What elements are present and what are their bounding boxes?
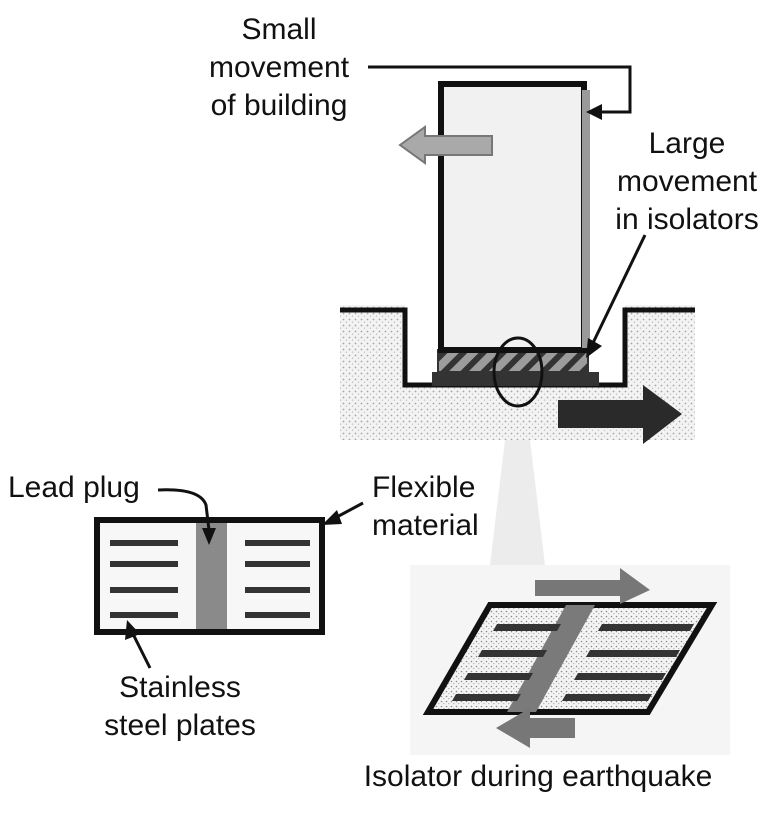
lead-plug-arrowhead xyxy=(202,528,216,545)
label-small-movement: Small movement of building xyxy=(209,13,350,122)
label-flexible-line2: material xyxy=(372,509,479,542)
label-isolator-caption: Isolator during earthquake xyxy=(364,760,713,793)
foundation-slab xyxy=(432,372,599,386)
label-large-movement: Large movement in isolators xyxy=(615,127,758,236)
building xyxy=(438,81,587,353)
isolator-deformed xyxy=(410,565,730,755)
flexible-material-arrowhead xyxy=(322,510,342,525)
isolator-highlight-circle xyxy=(492,336,544,408)
shear-arrow-top xyxy=(535,568,650,604)
label-lead-plug: Lead plug xyxy=(8,471,140,504)
stainless-steel-arrowhead xyxy=(125,620,140,640)
label-small-line1: Small xyxy=(241,13,316,46)
small-movement-leader xyxy=(368,65,632,114)
building-shadow-edge xyxy=(582,90,590,348)
stainless-steel-leader xyxy=(130,631,152,669)
label-large-line2: movement xyxy=(617,165,758,198)
label-stainless-line1: Stainless xyxy=(119,671,241,704)
label-small-line3: of building xyxy=(211,89,348,122)
lead-plug-core xyxy=(196,523,227,629)
isolator-layer xyxy=(437,349,589,373)
label-large-line3: in isolators xyxy=(615,203,758,236)
label-small-line2: movement xyxy=(209,51,350,84)
lead-plug-leader xyxy=(157,488,211,531)
label-flexible-material: Flexible material xyxy=(372,471,479,542)
label-stainless-steel: Stainless steel plates xyxy=(104,671,256,742)
flexible-material-leader xyxy=(334,501,364,520)
label-flexible-line1: Flexible xyxy=(372,471,475,504)
label-stainless-line2: steel plates xyxy=(104,709,256,742)
large-movement-arrowhead xyxy=(586,338,602,358)
steel-plates-left xyxy=(110,540,178,618)
steel-plates-right xyxy=(245,540,310,618)
large-movement-leader xyxy=(590,234,647,346)
small-movement-arrowhead xyxy=(586,104,602,120)
zoom-connector xyxy=(490,440,545,565)
label-large-line1: Large xyxy=(649,127,726,160)
shear-arrow-bottom xyxy=(496,708,575,748)
building-movement-arrow xyxy=(398,125,493,165)
deformed-lead-plug xyxy=(507,605,595,712)
ground-movement-arrow xyxy=(558,385,682,444)
deformed-steel-plates xyxy=(452,624,694,701)
